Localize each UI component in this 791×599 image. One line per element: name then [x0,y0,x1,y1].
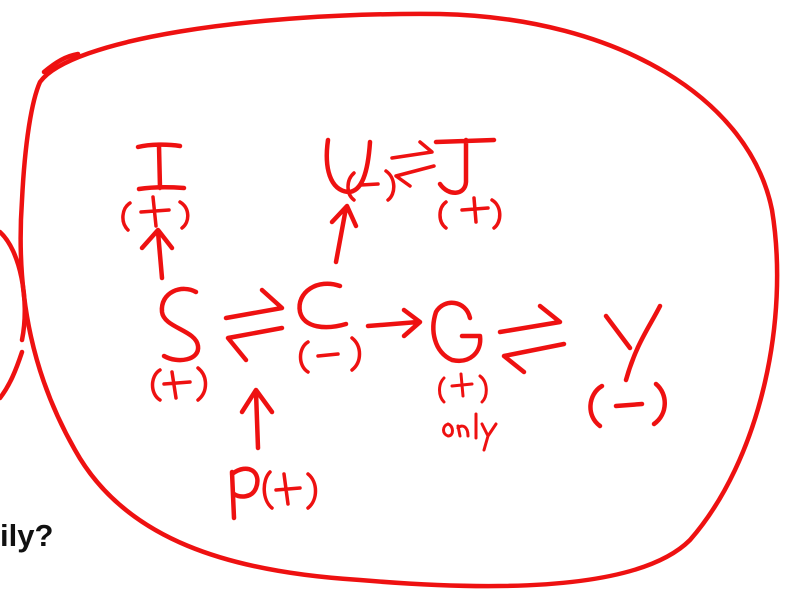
label-Y: Y [630,339,632,341]
sign-C-strokes [298,336,362,374]
node-S [150,286,208,402]
sign-S-strokes [150,366,208,402]
equilibrium-S-C-upper [223,287,285,321]
node-I [121,142,190,232]
equilibrium-U-J-upper [390,140,434,160]
label-C-sign: (-) [330,355,332,357]
equilibrium-S-C [223,287,285,363]
left-edge-tick [41,51,81,75]
letter-S-strokes [159,286,201,363]
letter-P-strokes [229,466,260,521]
label-C: C [322,304,324,306]
arrow-P-to-S [239,387,275,451]
arrow-C-to-G [365,307,423,339]
label-S-sign: (+) [180,384,183,386]
node-U [324,137,396,202]
label-G-note: only [470,431,474,433]
label-G: G [455,329,457,331]
label-I-sign: (+) [160,214,163,216]
label-S: S [180,324,182,326]
label-G-sign: (+) [462,389,465,391]
label-J-sign: (+) [470,214,473,216]
left-edge-stroke [0,229,27,343]
enclosing-loop [18,11,780,589]
node-labels: I (+) U (-) J (+) S (+) C (-) G (+) only… [160,169,632,493]
note-G-only-strokes [442,412,498,452]
equilibrium-G-Y [497,303,567,375]
label-Y-sign: (-) [628,405,630,407]
letter-I-strokes [135,142,187,192]
sign-Y-strokes [588,381,667,429]
label-U-sign: (-) [370,186,372,188]
letter-C-strokes [297,281,349,330]
equilibrium-U-J [390,140,436,188]
partial-question-text: ily? [0,518,54,553]
left-edge-stroke-lower [0,349,25,401]
sign-P-strokes [262,470,318,510]
sign-G-strokes [438,372,488,404]
sign-I-strokes [121,195,190,232]
letter-J-strokes [433,137,497,195]
node-P [229,387,318,521]
equilibrium-S-C-lower [225,325,285,363]
letter-Y-strokes [603,303,663,383]
letter-G-strokes [431,300,483,364]
node-G [431,300,498,452]
label-P-sign: (+) [290,491,293,493]
node-C [297,281,362,374]
node-Y [588,303,667,429]
label-J: J [466,169,467,171]
equilibrium-G-Y-upper [497,303,563,335]
node-J [433,137,502,230]
label-U: U [346,169,348,171]
sign-U-strokes [346,169,396,202]
sign-J-strokes [438,196,502,230]
equilibrium-G-Y-lower [501,341,567,375]
arrow-C-to-U [329,203,359,265]
arrow-S-to-I [139,227,175,281]
label-P: P [244,489,246,491]
equilibrium-U-J-lower [394,164,436,188]
